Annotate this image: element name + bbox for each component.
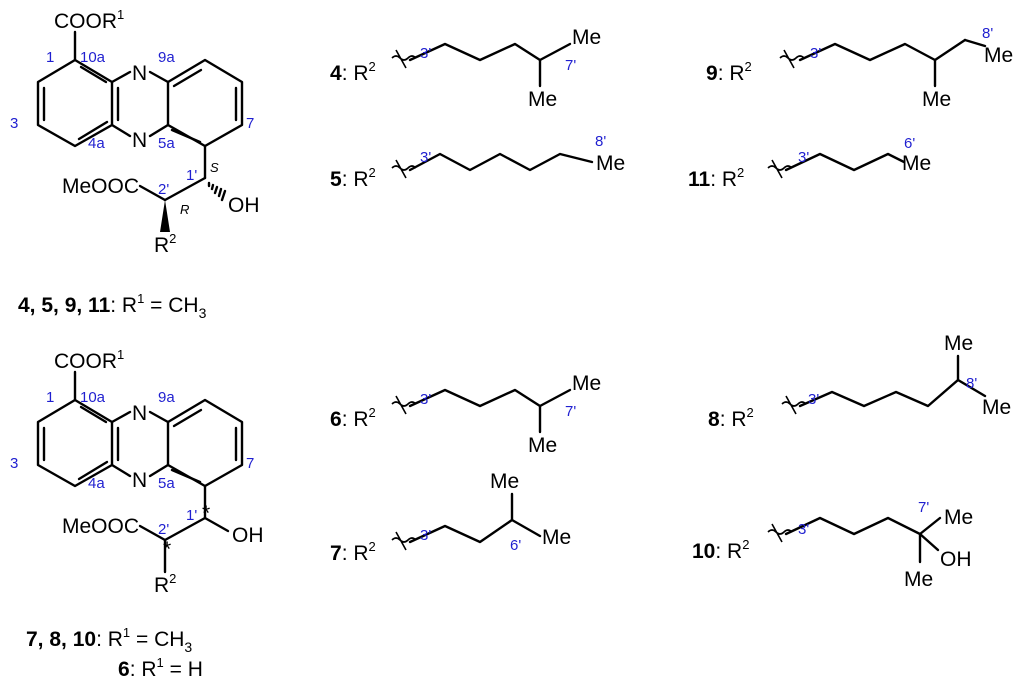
- locant-3-b: 3: [10, 455, 18, 472]
- locant-1: 1: [46, 49, 54, 66]
- side-chain-4-loc-b: 7': [565, 57, 576, 74]
- caption-bottom-1: 7, 8, 10: R1 = CH3: [26, 625, 192, 655]
- stereo-s-label: S: [210, 160, 219, 175]
- side-chain-7: [391, 492, 542, 551]
- caption-bottom-2: 6: R1 = H: [118, 655, 203, 681]
- locant-5a: 5a: [158, 135, 175, 152]
- locant-1-b: 1: [46, 389, 54, 406]
- phenazine-core-top: [36, 30, 244, 232]
- coor-label-bottom: COOR1: [54, 347, 124, 373]
- locant-9a: 9a: [158, 49, 175, 66]
- solid-wedge-bond: [160, 200, 170, 232]
- side-chain-8-label: 8: R2: [708, 405, 754, 431]
- hashed-wedge-bond: [207, 181, 227, 202]
- side-chain-5-loc-b: 8': [595, 133, 606, 150]
- locant-4a: 4a: [88, 135, 105, 152]
- side-chain-10-me2: Me: [904, 568, 933, 591]
- locant-1-prime: 1': [186, 167, 197, 184]
- side-chain-11-label: 11: R2: [688, 165, 744, 191]
- side-chain-11-me1: Me: [902, 152, 931, 175]
- side-chain-4-loc-a: 3': [420, 45, 431, 62]
- side-chain-4-me2: Me: [528, 88, 557, 111]
- coor-label: COOR1: [54, 7, 124, 33]
- phenazine-core-bottom: [36, 370, 244, 574]
- r2-label: R2: [154, 231, 176, 257]
- side-chain-7-loc-a: 3': [420, 527, 431, 544]
- side-chain-5-me1: Me: [596, 152, 625, 175]
- side-chain-4: [391, 42, 572, 88]
- side-chain-10: [767, 516, 942, 564]
- side-chain-5: [391, 152, 594, 179]
- locant-9a-b: 9a: [158, 389, 175, 406]
- side-chain-6-me1: Me: [572, 372, 601, 395]
- r2-label-bottom: R2: [154, 571, 176, 597]
- side-chain-6-label: 6: R2: [330, 405, 376, 431]
- side-chain-9-loc-b: 8': [982, 25, 993, 42]
- side-chain-9: [779, 38, 987, 88]
- side-chain-11: [767, 152, 906, 179]
- side-chain-10-me1: Me: [944, 506, 973, 529]
- side-chain-7-me1: Me: [490, 470, 519, 493]
- caption-top: 4, 5, 9, 11: R1 = CH3: [18, 291, 207, 321]
- hydroxyl-label-bottom: OH: [232, 524, 264, 547]
- locant-10a-b: 10a: [80, 389, 106, 406]
- side-chain-7-label: 7: R2: [330, 539, 376, 565]
- side-chain-6-loc-a: 3': [420, 391, 431, 408]
- locant-1-prime-b: 1': [186, 507, 197, 524]
- side-chain-6: [391, 388, 572, 434]
- side-chain-9-me1: Me: [984, 44, 1013, 67]
- nitrogen-top-label-bottom: N: [132, 402, 147, 425]
- hydroxyl-label: OH: [228, 194, 260, 217]
- locant-2-prime: 2': [158, 181, 169, 198]
- stereo-r-label: R: [180, 202, 189, 217]
- side-chain-8-me1: Me: [944, 332, 973, 355]
- side-chain-9-me2: Me: [922, 88, 951, 111]
- side-chain-7-loc-b: 6': [510, 537, 521, 554]
- locant-10a: 10a: [80, 49, 106, 66]
- side-chain-10-loc-b: 7': [918, 499, 929, 516]
- side-chain-8-loc-a: 3': [808, 391, 819, 408]
- side-chain-8: [781, 354, 987, 415]
- locant-2-prime-b: 2': [158, 521, 169, 538]
- side-chain-11-loc-b: 6': [904, 135, 915, 152]
- locant-3: 3: [10, 115, 18, 132]
- locant-4a-b: 4a: [88, 475, 105, 492]
- side-chain-10-label: 10: R2: [692, 537, 749, 563]
- stereo-star-1: *: [202, 502, 210, 525]
- side-chain-7-me2: Me: [542, 526, 571, 549]
- side-chain-10-oh: OH: [940, 548, 972, 571]
- locant-5a-b: 5a: [158, 475, 175, 492]
- side-chain-8-me2: Me: [982, 396, 1011, 419]
- side-chain-9-loc-a: 3': [810, 45, 821, 62]
- side-chain-4-label: 4: R2: [330, 59, 376, 85]
- side-chain-6-loc-b: 7': [565, 403, 576, 420]
- side-chain-5-loc-a: 3': [420, 149, 431, 166]
- nitrogen-bottom-label-bottom: N: [132, 469, 147, 492]
- ester-label: MeOOC: [62, 175, 139, 198]
- side-chain-4-me1: Me: [572, 26, 601, 49]
- stereo-star-2: *: [163, 538, 171, 561]
- side-chain-8-loc-b: 8': [966, 375, 977, 392]
- side-chain-11-loc-a: 3': [798, 149, 809, 166]
- nitrogen-bottom-label: N: [132, 129, 147, 152]
- ester-label-bottom: MeOOC: [62, 515, 139, 538]
- side-chain-6-me2: Me: [528, 434, 557, 457]
- side-chain-10-loc-a: 3': [798, 521, 809, 538]
- side-chain-9-label: 9: R2: [706, 59, 752, 85]
- nitrogen-top-label: N: [132, 62, 147, 85]
- locant-7-b: 7: [246, 455, 254, 472]
- side-chain-5-label: 5: R2: [330, 165, 376, 191]
- locant-7: 7: [246, 115, 254, 132]
